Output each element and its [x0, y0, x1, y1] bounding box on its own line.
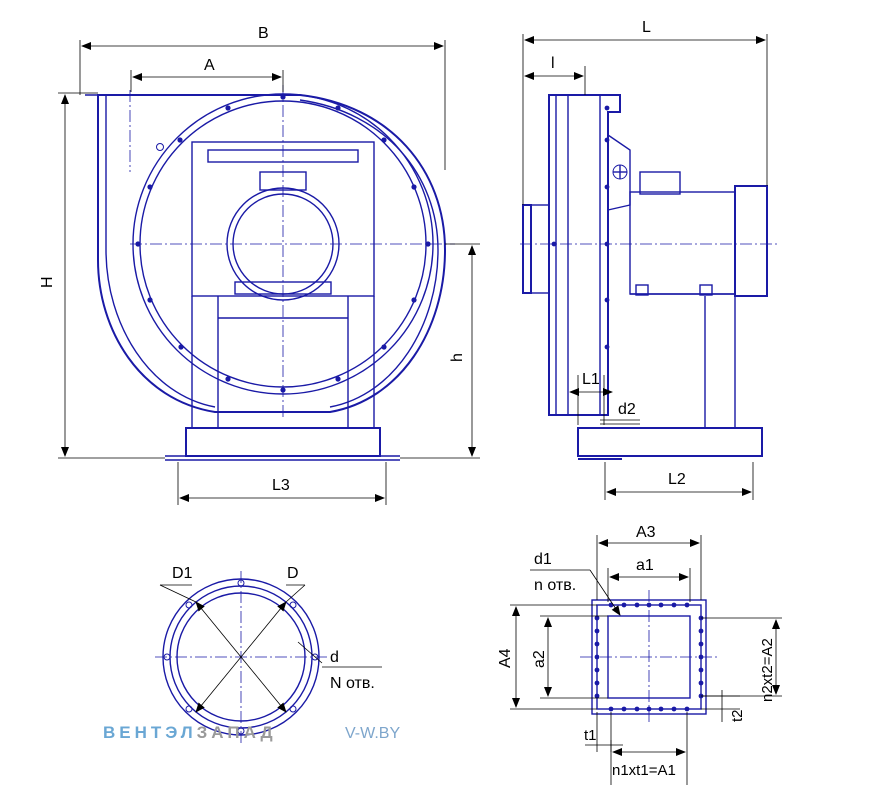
watermark-brand-part1: ВЕНТЭЛ [103, 723, 197, 742]
label-B: B [258, 25, 269, 42]
label-d: d [330, 649, 339, 666]
front-dimensions: B A H h L3 [39, 25, 480, 505]
watermark-site: V-W.BY [345, 725, 401, 742]
label-n2t2: n2xt2=A2 [759, 638, 776, 702]
label-L2: L2 [668, 471, 686, 488]
label-a2: a2 [531, 650, 548, 668]
side-base [577, 427, 763, 457]
label-n-holes: n отв. [534, 577, 576, 594]
label-L3: L3 [272, 477, 290, 494]
side-bolt-holes [551, 105, 610, 350]
base [185, 427, 381, 457]
label-a1: a1 [636, 557, 654, 574]
label-h: h [449, 353, 466, 362]
side-motor [629, 191, 736, 295]
side-dimensions: L l L1 d2 L2 [522, 19, 768, 500]
label-D1: D1 [172, 565, 193, 582]
label-A4: A4 [497, 648, 514, 668]
watermark-brand: ВЕНТЭЛЗАПАД [103, 723, 277, 743]
inlet-flange [522, 204, 532, 294]
motor [226, 187, 340, 301]
square-flange: A3 a1 d1 n отв. A4 a2 n2xt2=A2 t2 t1 n1x… [497, 524, 782, 785]
label-d2: d2 [618, 401, 636, 418]
label-D: D [287, 565, 299, 582]
label-t1: t1 [584, 727, 597, 744]
label-l: l [551, 55, 555, 72]
scroll-casing [97, 94, 447, 413]
label-A: A [204, 57, 215, 74]
bolt-holes [135, 94, 431, 393]
label-L: L [642, 19, 651, 36]
label-t2: t2 [729, 709, 746, 722]
side-casing [548, 94, 621, 416]
round-flange: D1 D d N отв. [155, 565, 382, 743]
label-n1t1: n1xt1=A1 [612, 762, 676, 779]
watermark-brand-part2: ЗАПАД [196, 723, 277, 742]
label-N-holes: N отв. [330, 675, 375, 692]
label-d1: d1 [534, 551, 552, 568]
label-L1: L1 [582, 371, 600, 388]
side-view [520, 94, 780, 460]
label-H: H [39, 276, 56, 288]
front-view [85, 85, 455, 461]
label-A3: A3 [636, 524, 656, 541]
